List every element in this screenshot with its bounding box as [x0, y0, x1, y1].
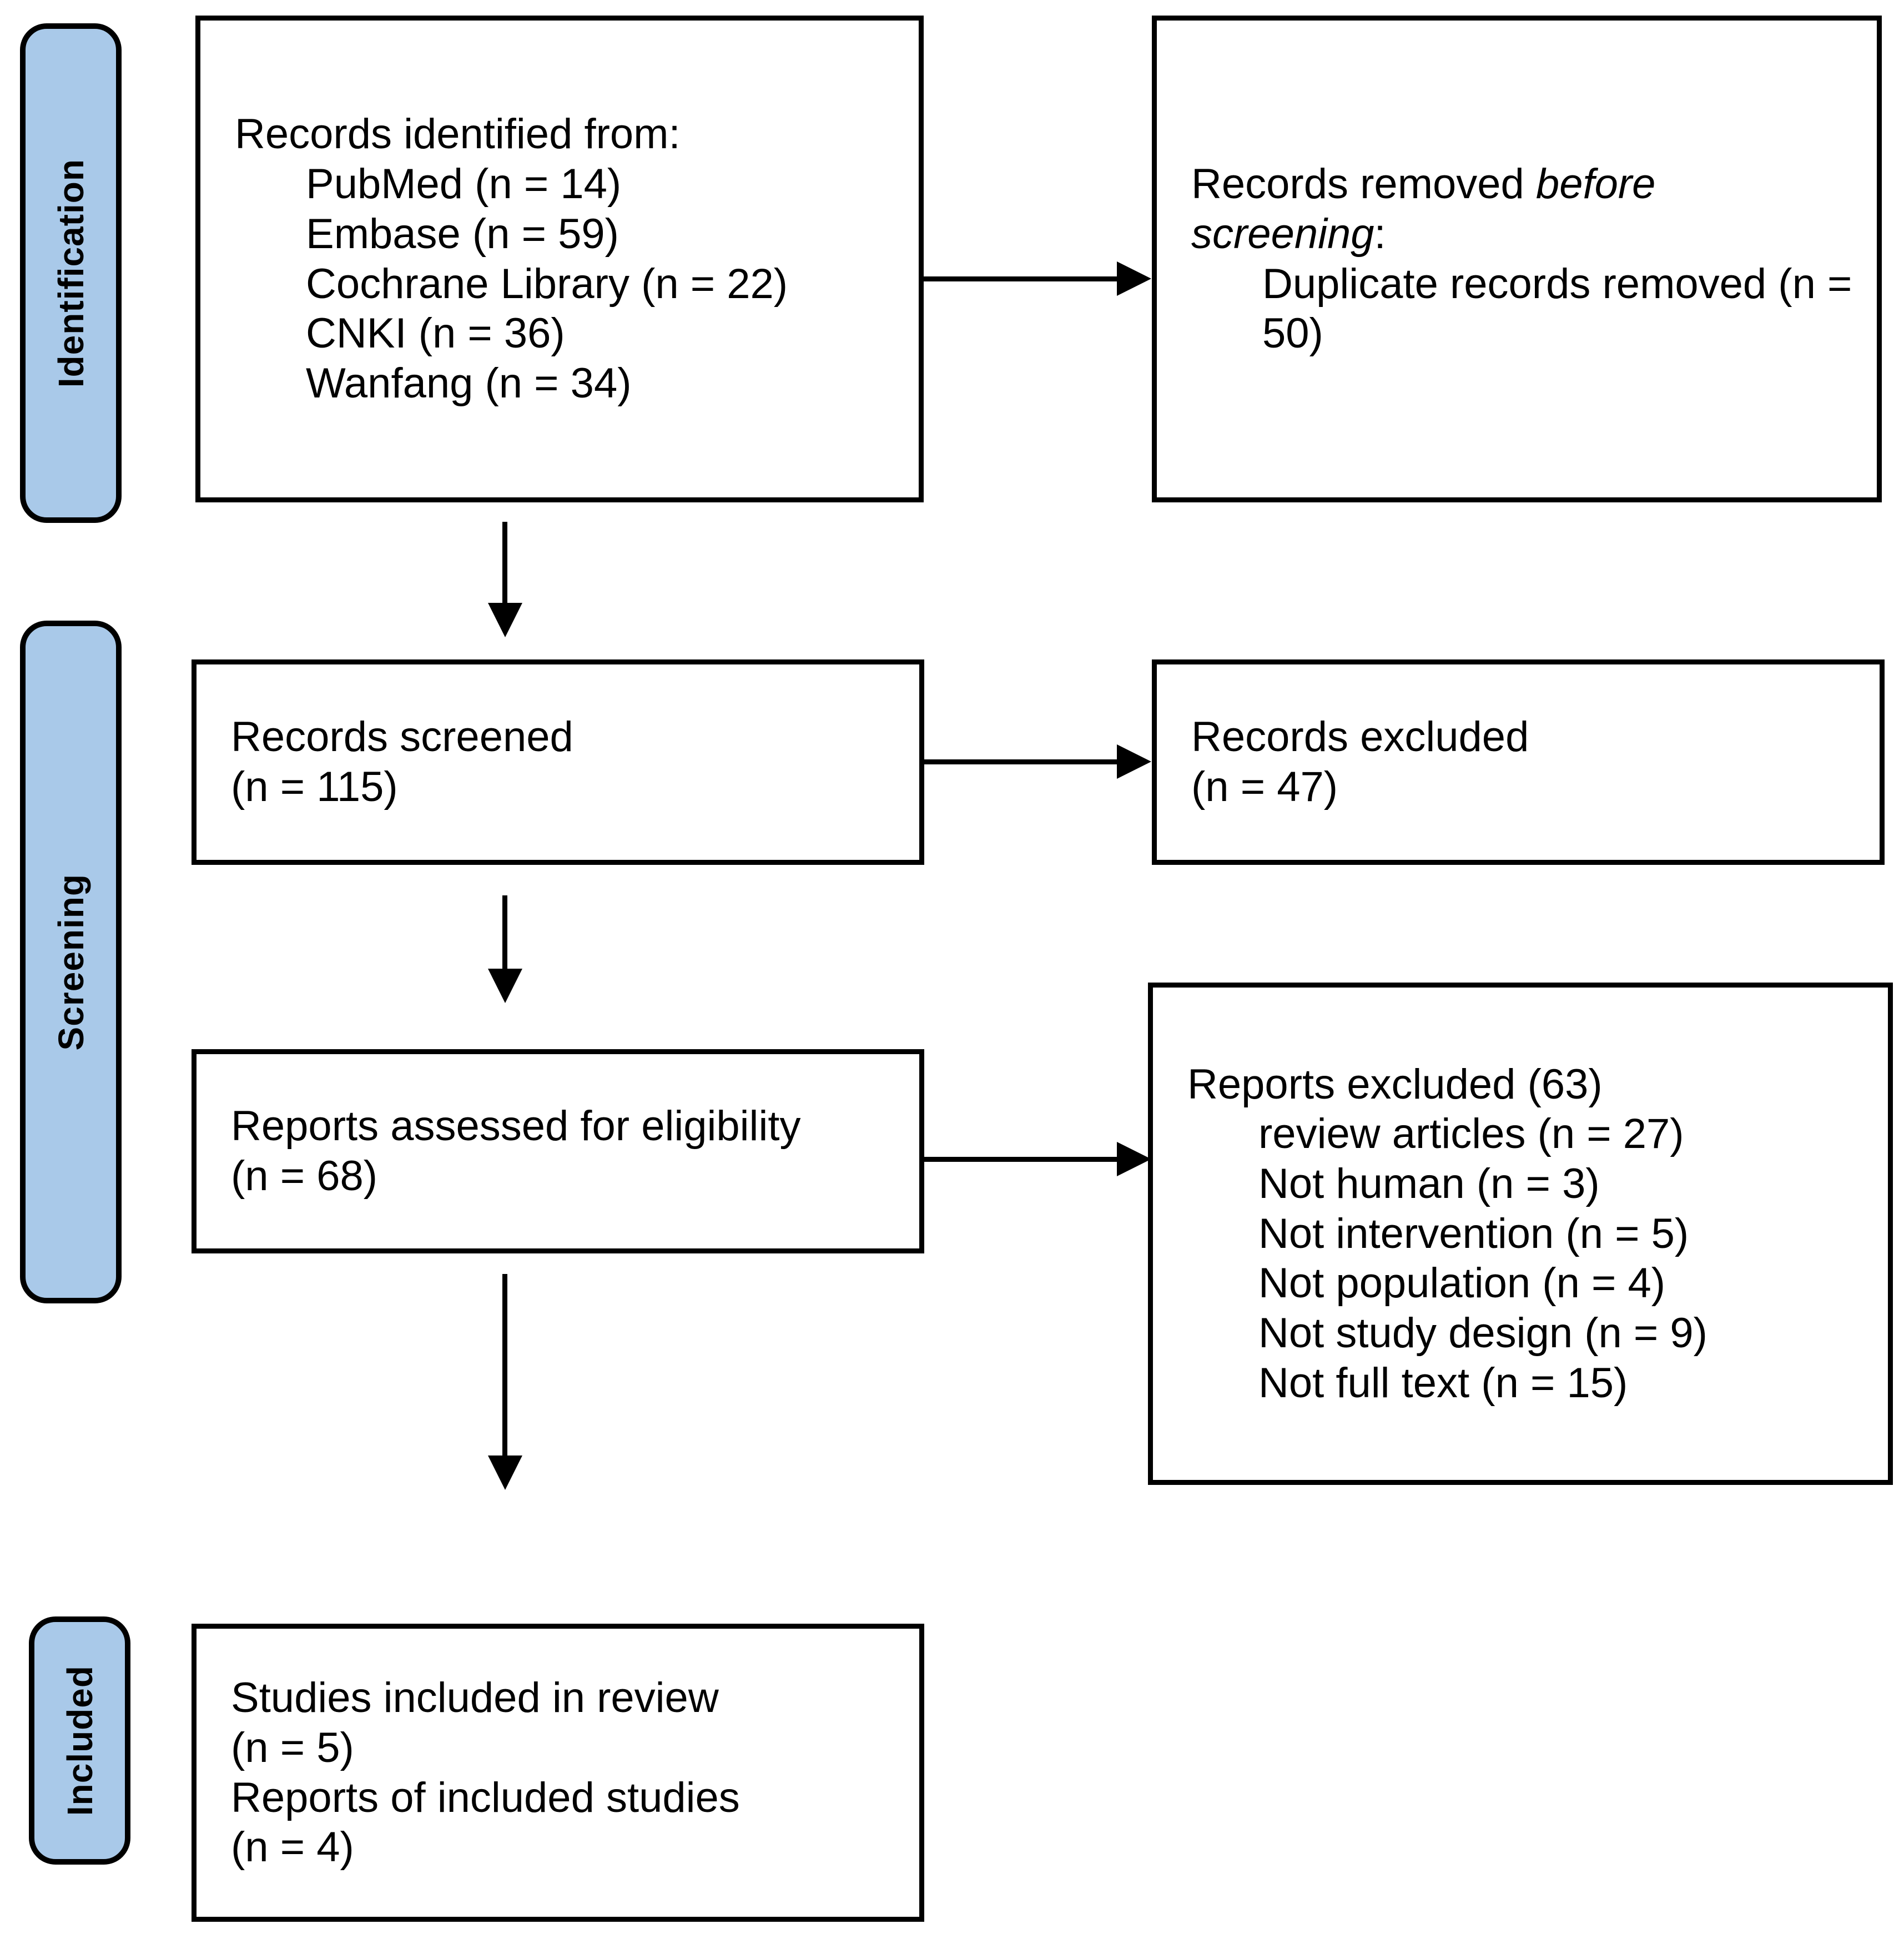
- records-removed-title-suffix: :: [1374, 210, 1386, 258]
- records-identified-item: Wanfang (n = 34): [306, 359, 632, 407]
- arrow-right-head-icon: [1117, 261, 1151, 296]
- arrow-down-icon: [502, 1274, 507, 1457]
- stage-label-identification: Identification: [20, 23, 122, 523]
- stage-label-included: Included: [29, 1616, 130, 1865]
- records-identified-item: Embase (n = 59): [306, 210, 619, 258]
- stage-label-identification-text: Identification: [51, 158, 91, 388]
- arrow-right-icon: [924, 276, 1118, 281]
- reports-excluded-item: Not human (n = 3): [1258, 1160, 1600, 1207]
- arrow-right-icon: [924, 1157, 1117, 1162]
- records-screened-count: (n = 115): [231, 763, 398, 810]
- records-removed-title-italic: before screening: [1191, 160, 1656, 258]
- stage-label-screening-text: Screening: [51, 873, 91, 1051]
- reports-excluded-item: Not study design (n = 9): [1258, 1310, 1707, 1357]
- box-records-screened: Records screened (n = 115): [192, 659, 924, 865]
- records-removed-item: Duplicate records removed (n = 50): [1262, 260, 1852, 357]
- box-records-identified-content: Records identified from: PubMed (n = 14)…: [200, 21, 919, 497]
- reports-excluded-item: review articles (n = 27): [1258, 1110, 1684, 1158]
- box-reports-assessed-content: Reports assessed for eligibility (n = 68…: [197, 1054, 919, 1248]
- box-studies-included-content: Studies included in review (n = 5) Repor…: [197, 1629, 919, 1917]
- arrow-right-head-icon: [1117, 744, 1151, 779]
- records-removed-title: Records removed before screening:: [1191, 159, 1757, 259]
- box-studies-included: Studies included in review (n = 5) Repor…: [192, 1624, 924, 1922]
- box-records-removed: Records removed before screening: Duplic…: [1152, 16, 1882, 502]
- reports-excluded-item: Not population (n = 4): [1258, 1260, 1666, 1307]
- box-records-removed-content: Records removed before screening: Duplic…: [1157, 21, 1877, 497]
- box-records-screened-content: Records screened (n = 115): [197, 664, 919, 860]
- records-screened-line: Records screened: [231, 713, 573, 761]
- box-reports-assessed: Reports assessed for eligibility (n = 68…: [192, 1049, 924, 1253]
- arrow-down-head-icon: [488, 1455, 522, 1490]
- records-identified-item: Cochrane Library (n = 22): [306, 260, 788, 308]
- reports-excluded-title: Reports excluded (63): [1187, 1060, 1603, 1108]
- reports-assessed-line: Reports assessed for eligibility: [231, 1102, 801, 1150]
- box-reports-excluded: Reports excluded (63) review articles (n…: [1148, 983, 1893, 1485]
- reports-assessed-count: (n = 68): [231, 1152, 378, 1200]
- arrow-right-head-icon: [1117, 1142, 1151, 1176]
- reports-of-included-count: (n = 4): [231, 1824, 354, 1871]
- studies-included-line: Studies included in review: [231, 1674, 719, 1722]
- reports-excluded-item: Not intervention (n = 5): [1258, 1210, 1689, 1257]
- arrow-right-icon: [924, 759, 1117, 764]
- reports-excluded-item: Not full text (n = 15): [1258, 1359, 1628, 1407]
- records-identified-title: Records identified from:: [235, 110, 681, 158]
- records-excluded-line: Records excluded: [1191, 713, 1529, 761]
- box-reports-excluded-content: Reports excluded (63) review articles (n…: [1153, 988, 1888, 1480]
- stage-label-included-text: Included: [59, 1665, 100, 1816]
- arrow-down-icon: [502, 895, 507, 970]
- records-identified-item: CNKI (n = 36): [306, 310, 565, 357]
- arrow-down-head-icon: [488, 969, 522, 1003]
- box-records-identified: Records identified from: PubMed (n = 14)…: [195, 16, 924, 502]
- records-excluded-count: (n = 47): [1191, 763, 1338, 810]
- box-records-excluded: Records excluded (n = 47): [1152, 659, 1885, 865]
- arrow-down-icon: [502, 522, 507, 605]
- box-records-excluded-content: Records excluded (n = 47): [1157, 664, 1880, 860]
- reports-of-included-line: Reports of included studies: [231, 1774, 740, 1821]
- stage-label-screening: Screening: [20, 621, 122, 1303]
- studies-included-count: (n = 5): [231, 1724, 354, 1771]
- arrow-down-head-icon: [488, 603, 522, 637]
- records-identified-item: PubMed (n = 14): [306, 160, 622, 208]
- records-removed-title-prefix: Records removed: [1191, 160, 1536, 208]
